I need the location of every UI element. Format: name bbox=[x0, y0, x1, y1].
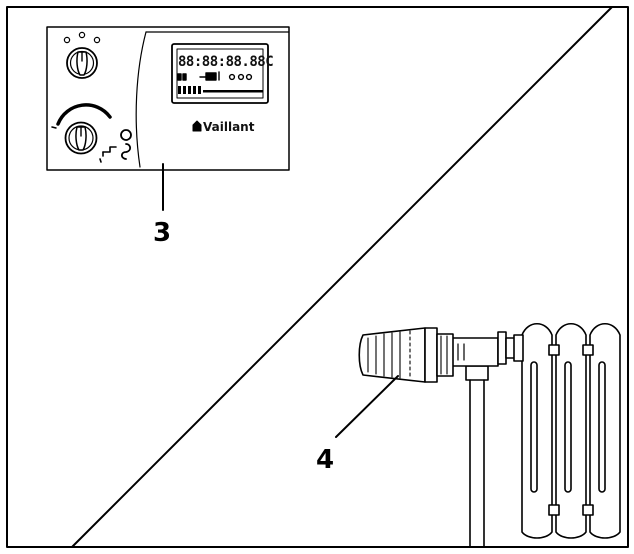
status-icons bbox=[120, 129, 132, 160]
supply-pipe bbox=[465, 365, 489, 548]
callout-3-label: 3 bbox=[153, 218, 172, 248]
indicator-lamps bbox=[63, 31, 101, 44]
lcd-digits: 88:88:88.88C bbox=[178, 54, 273, 70]
callout-4-leader bbox=[335, 375, 399, 438]
diagram-frame bbox=[6, 6, 629, 548]
hot-water-temperature-knob[interactable] bbox=[64, 121, 98, 155]
water-temperature-scale bbox=[56, 103, 112, 126]
lcd-display: 88:88:88.88C bbox=[171, 43, 274, 104]
boiler-control-panel: 88:88:88.88C bbox=[46, 26, 290, 171]
hot-water-tap-icon bbox=[99, 146, 117, 163]
heating-temperature-knob[interactable] bbox=[66, 47, 98, 79]
logo-house-icon bbox=[192, 120, 202, 132]
callout-4-label: 4 bbox=[316, 445, 335, 475]
thermostatic-valve-head[interactable] bbox=[358, 327, 454, 383]
diagonal-divider bbox=[71, 6, 613, 548]
valve-body bbox=[451, 331, 524, 367]
brand-logo: Vaillant bbox=[192, 120, 255, 134]
brand-name: Vaillant bbox=[203, 120, 255, 134]
radiator bbox=[521, 322, 621, 539]
